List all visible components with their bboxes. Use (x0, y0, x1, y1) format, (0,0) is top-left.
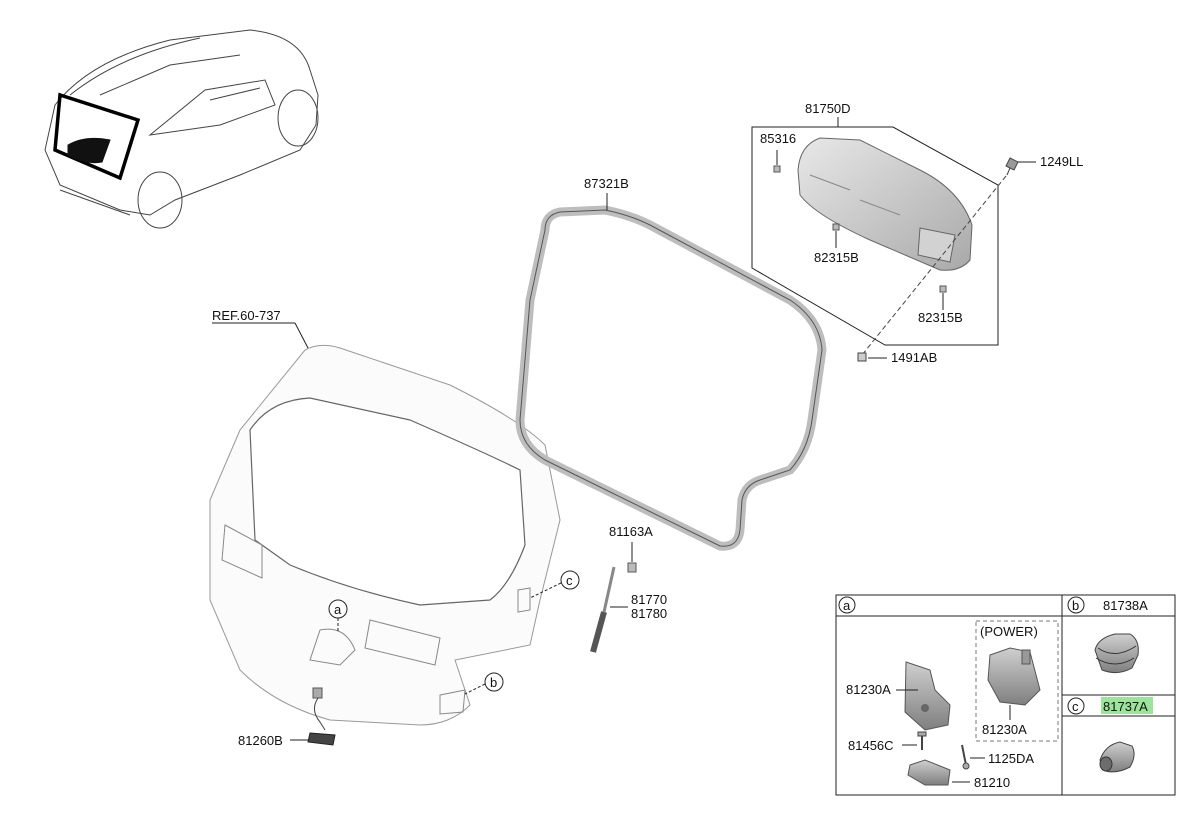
clip-1491AB[interactable] (857, 352, 867, 362)
bolt-81456C[interactable] (917, 731, 927, 750)
label-81260B: 81260B (238, 733, 283, 748)
callout-a[interactable]: a (328, 599, 348, 619)
switch-81260B[interactable] (307, 687, 336, 746)
screw-1249LL[interactable] (1005, 157, 1019, 176)
striker-81210[interactable] (907, 759, 951, 786)
vehicle-locator-thumbnail (44, 29, 319, 229)
callout-c-leader (529, 582, 562, 599)
legend-a-header: a (838, 596, 856, 614)
trim-panel-frame (751, 126, 999, 346)
label-81210: 81210 (974, 775, 1010, 790)
clip-85316[interactable] (773, 165, 781, 173)
legend-b-letter: b (1072, 598, 1079, 613)
callout-b[interactable]: b (484, 672, 504, 692)
weatherstrip-87321B[interactable] (515, 205, 827, 551)
label-1125DA: 1125DA (988, 751, 1034, 766)
label-85316: 85316 (760, 131, 796, 146)
legend-table (835, 594, 1176, 796)
callout-a-letter: a (334, 602, 342, 617)
label-81456C: 81456C (848, 738, 894, 753)
callout-c[interactable]: c (560, 570, 580, 590)
tailgate-panel[interactable] (209, 344, 561, 726)
label-81230A-left: 81230A (846, 682, 891, 697)
label-82315B-upper: 82315B (814, 250, 859, 265)
bumper-81737A[interactable] (1099, 741, 1135, 773)
legend-c-letter: c (1072, 699, 1079, 714)
latch-81230A-power[interactable] (987, 647, 1041, 706)
legend-b-header: b 81738A (1067, 596, 1148, 614)
ref-label: REF.60-737 (212, 308, 281, 323)
label-87321B: 87321B (584, 176, 629, 191)
legend-c-header: c 81737A (1067, 697, 1153, 715)
label-1491AB: 1491AB (891, 350, 937, 365)
bumper-81738A[interactable] (1094, 633, 1139, 674)
label-81230A-right: 81230A (982, 722, 1027, 737)
power-latch-group (975, 620, 1059, 742)
bolt-81163A[interactable] (627, 562, 637, 573)
callout-c-letter: c (566, 573, 573, 588)
label-81770: 81770 (631, 592, 667, 607)
clip-82315B-upper[interactable] (832, 223, 840, 231)
label-81737A: 81737A (1103, 699, 1148, 714)
label-81750D: 81750D (805, 101, 851, 116)
label-82315B-lower: 82315B (918, 310, 963, 325)
trim-panel-81750D[interactable] (797, 137, 973, 271)
legend-a-letter: a (843, 598, 851, 613)
callout-b-letter: b (490, 675, 497, 690)
power-label: (POWER) (980, 624, 1038, 639)
highlight-81737A (1101, 697, 1153, 714)
label-81163A: 81163A (609, 524, 653, 539)
bolt-1125DA[interactable] (961, 744, 970, 770)
gas-strut-81770-81780[interactable] (590, 566, 616, 653)
ref-leader-arrow (294, 322, 309, 349)
fastener-axis (861, 175, 1007, 356)
clip-82315B-lower[interactable] (939, 285, 947, 293)
label-1249LL: 1249LL (1040, 154, 1083, 169)
latch-81230A-manual[interactable] (904, 661, 951, 731)
label-81738A: 81738A (1103, 598, 1148, 613)
label-81780: 81780 (631, 606, 667, 621)
callout-b-leader (464, 683, 486, 695)
